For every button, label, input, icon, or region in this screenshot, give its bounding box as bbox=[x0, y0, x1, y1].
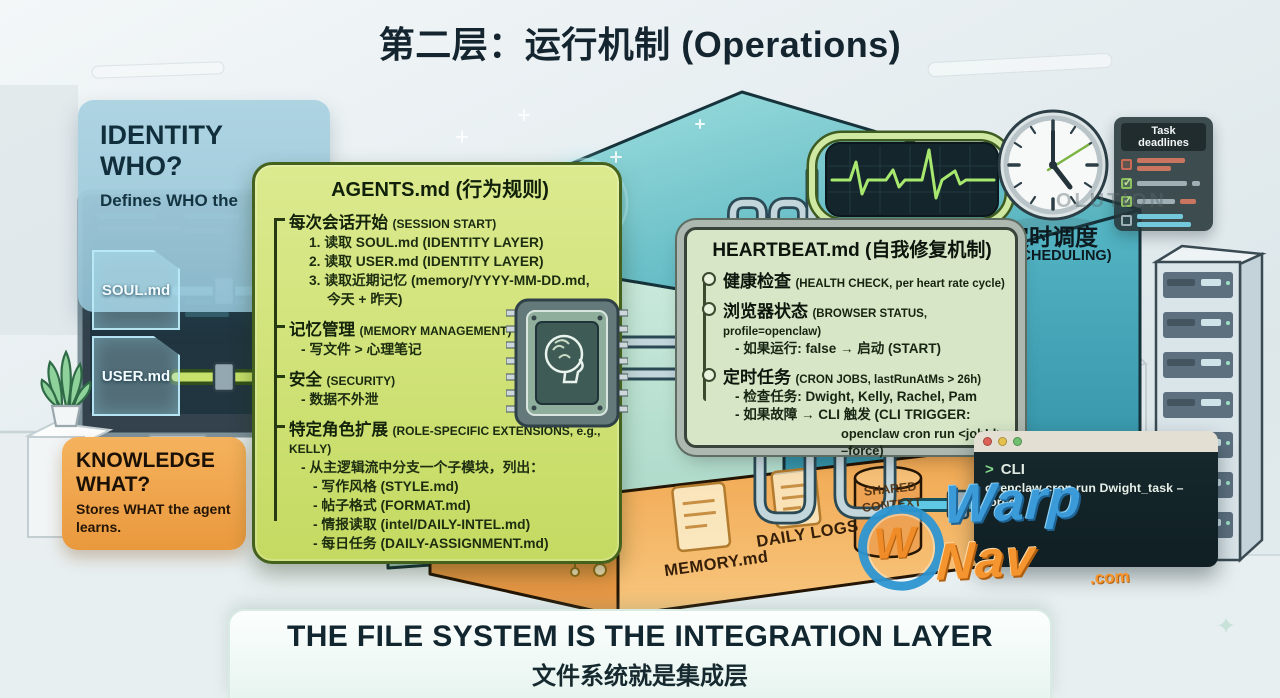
heartbeat-section-cron-jobs: 定时任务 (CRON JOBS, lastRunAtMs > 26h) - 检查… bbox=[702, 363, 1005, 459]
ceiling-lights bbox=[91, 53, 1113, 79]
identity-heading: IDENTITY bbox=[100, 120, 224, 150]
heartbeat-item: - 检查任务: Dwight, Kelly, Rachel, Pam bbox=[735, 389, 978, 405]
checkbox-unchecked-icon bbox=[1121, 215, 1132, 226]
ekg-monitor bbox=[806, 130, 1016, 229]
clock bbox=[997, 109, 1109, 231]
minimize-window-icon bbox=[998, 437, 1007, 446]
task-row bbox=[1121, 214, 1206, 227]
agents-item: - 情报读取 (intel/DAILY-INTEL.md) bbox=[313, 517, 531, 533]
chip-brain-icon bbox=[506, 298, 628, 428]
knowledge-subheading: WHAT? bbox=[76, 472, 151, 496]
heartbeat-section-health-check: 健康检查 (HEALTH CHECK, per heart rate cycle… bbox=[702, 267, 1005, 292]
user-file-icon: USER.md bbox=[92, 336, 180, 416]
agents-item: 3. 读取近期记忆 (memory/YYYY-MM-DD.md, bbox=[309, 273, 590, 289]
checkbox-checked-icon bbox=[1121, 176, 1132, 189]
knowledge-card: KNOWLEDGE WHAT? Stores WHAT the agent le… bbox=[62, 437, 246, 550]
agents-section-memory: 记忆管理 (MEMORY MANAGEMENT) - 写文件 > 心理笔记 bbox=[274, 316, 607, 359]
task-row bbox=[1121, 176, 1206, 189]
logo-suffix: .com bbox=[1089, 566, 1131, 588]
agents-item: - 帖子格式 (FORMAT.md) bbox=[313, 498, 471, 514]
task-row bbox=[1121, 194, 1206, 207]
page-title: 第二层：运行机制 (Operations) bbox=[378, 24, 902, 65]
heartbeat-tree: 健康检查 (HEALTH CHECK, per heart rate cycle… bbox=[699, 267, 1005, 459]
task-row bbox=[1121, 158, 1206, 171]
banner-subheadline: 文件系统就是集成层 bbox=[532, 663, 748, 690]
agents-item: 2. 读取 USER.md (IDENTITY LAYER) bbox=[309, 254, 544, 270]
banner-headline: THE FILE SYSTEM IS THE INTEGRATION LAYER bbox=[286, 620, 994, 653]
maximize-window-icon bbox=[1013, 437, 1022, 446]
agents-item: 1. 读取 SOUL.md (IDENTITY LAYER) bbox=[309, 235, 544, 250]
agents-section-session-start: 每次会话开始 (SESSION START) 1. 读取 SOUL.md (ID… bbox=[274, 209, 607, 309]
agents-box-title: AGENTS.md (行为规则) bbox=[331, 179, 549, 201]
heartbeat-box: HEARTBEAT.md (自我修复机制) 健康检查 (HEALTH CHECK… bbox=[684, 227, 1018, 458]
cli-body: >CLI openclaw cron run Dwight_task –forc… bbox=[974, 452, 1218, 567]
task-deadlines-title: Task deadlines bbox=[1121, 123, 1206, 151]
soul-file-icon: SOUL.md bbox=[92, 250, 180, 330]
cli-terminal-window: >CLI openclaw cron run Dwight_task –forc… bbox=[974, 431, 1218, 567]
wall-panel bbox=[0, 85, 78, 335]
warpnav-logo: W Warp Nav .com bbox=[846, 463, 1133, 625]
identity-description: Defines WHO the bbox=[100, 191, 238, 211]
cli-title-bar bbox=[974, 431, 1218, 452]
logo-word-nav: Nav bbox=[935, 528, 1037, 592]
checkbox-unchecked-icon bbox=[1121, 159, 1132, 170]
identity-subheading: WHO? bbox=[100, 151, 183, 182]
logo-word-warp: Warp bbox=[942, 468, 1084, 536]
checkbox-checked-icon bbox=[1121, 194, 1132, 207]
soul-file-label: SOUL.md bbox=[101, 281, 171, 299]
scheduling-label: 定时调度 (SCHEDULING) bbox=[1006, 224, 1112, 265]
bottom-banner: THE FILE SYSTEM IS THE INTEGRATION LAYER… bbox=[228, 609, 1052, 698]
heartbeat-section-browser-status: 浏览器状态 (BROWSER STATUS, profile=openclaw)… bbox=[702, 297, 1005, 358]
agents-tree: 每次会话开始 (SESSION START) 1. 读取 SOUL.md (ID… bbox=[273, 209, 607, 553]
cli-command: openclaw cron run Dwight_task –force bbox=[985, 481, 1184, 509]
close-window-icon bbox=[983, 437, 992, 446]
agents-section-role-extensions: 特定角色扩展 (ROLE-SPECIFIC EXTENSIONS, e.g., … bbox=[274, 416, 607, 553]
knowledge-heading: KNOWLEDGE bbox=[76, 449, 215, 472]
agents-item: - 数据不外泄 bbox=[301, 392, 379, 408]
heartbeat-box-title: HEARTBEAT.md (自我修复机制) bbox=[712, 240, 992, 261]
agents-item: - 写作风格 (STYLE.md) bbox=[313, 479, 459, 495]
background-watermark: OLUTION bbox=[1056, 190, 1167, 212]
heartbeat-item: - 如果故障 → CLI 触发 (CLI TRIGGER: bbox=[735, 407, 971, 423]
user-file-label: USER.md bbox=[101, 367, 171, 385]
sparkle-icon: ✦ bbox=[1216, 613, 1237, 640]
agents-item: - 每日任务 (DAILY-ASSIGNMENT.md) bbox=[313, 536, 549, 552]
heartbeat-item: openclaw cron run <jobId> –force) bbox=[841, 425, 1004, 458]
task-deadlines-panel: Task deadlines bbox=[1114, 117, 1213, 231]
agents-section-security: 安全 (SECURITY) - 数据不外泄 bbox=[274, 366, 607, 409]
agents-item: - 写文件 > 心理笔记 bbox=[301, 342, 422, 358]
cli-prompt: >CLI bbox=[985, 461, 1025, 478]
heartbeat-item: - 如果运行: false → 启动 (START) bbox=[735, 341, 942, 356]
logo-monogram: W bbox=[872, 517, 917, 570]
knowledge-description: Stores WHAT the agent learns. bbox=[76, 501, 231, 535]
agents-item: 今天 + 昨天) bbox=[327, 292, 403, 308]
prompt-chevron-icon: > bbox=[985, 461, 994, 478]
agents-item: - 从主逻辑流中分支一个子模块，列出： bbox=[301, 460, 544, 476]
